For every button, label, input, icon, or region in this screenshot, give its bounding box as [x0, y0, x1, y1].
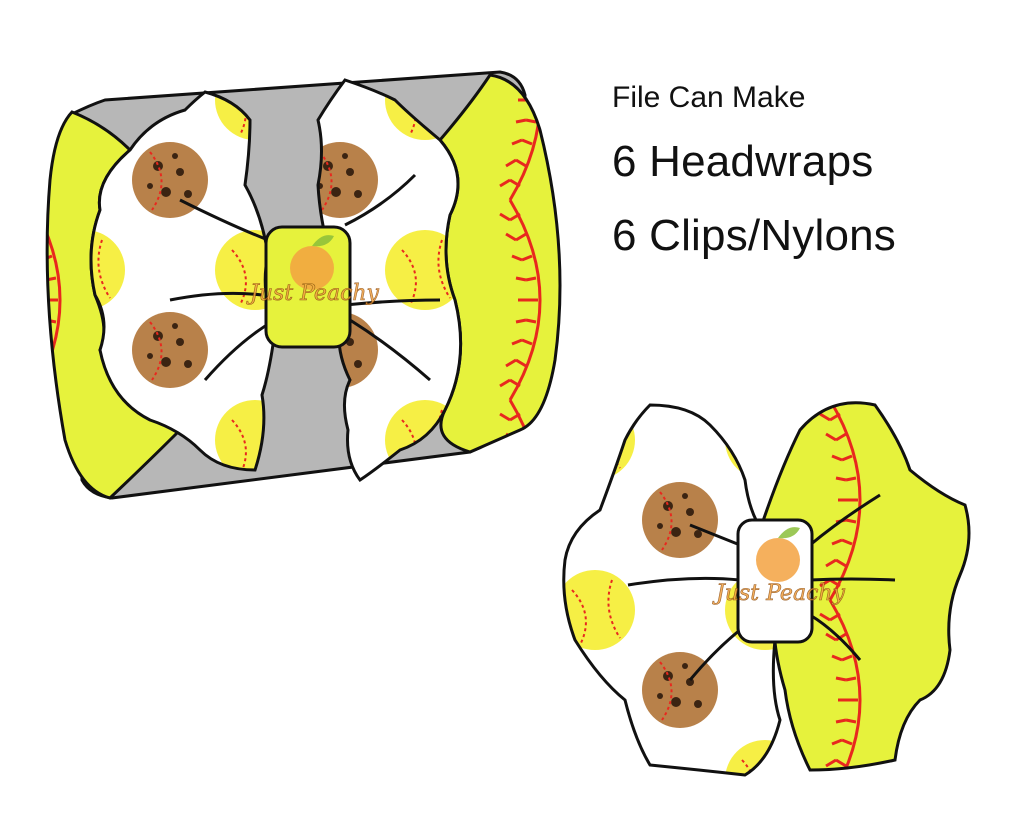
headwrap-left-loop — [89, 90, 277, 472]
watermark-logo: Just Peachy Just Peachy — [246, 235, 846, 606]
info-headwraps: 6 Headwraps — [612, 137, 874, 186]
headwrap — [45, 70, 562, 500]
headwrap-right-end — [438, 73, 562, 454]
svg-text:Just Peachy: Just Peachy — [712, 581, 846, 606]
clip-left-loop — [562, 403, 782, 777]
svg-text:Just Peachy: Just Peachy — [246, 281, 380, 306]
headwrap-right-loop — [316, 78, 463, 483]
info-heading: File Can Make — [612, 81, 806, 114]
info-clips-nylons: 6 Clips/Nylons — [612, 211, 897, 260]
product-info: File Can Make 6 Headwraps 6 Clips/Nylons — [612, 70, 896, 280]
clip-right-loop — [758, 401, 971, 772]
